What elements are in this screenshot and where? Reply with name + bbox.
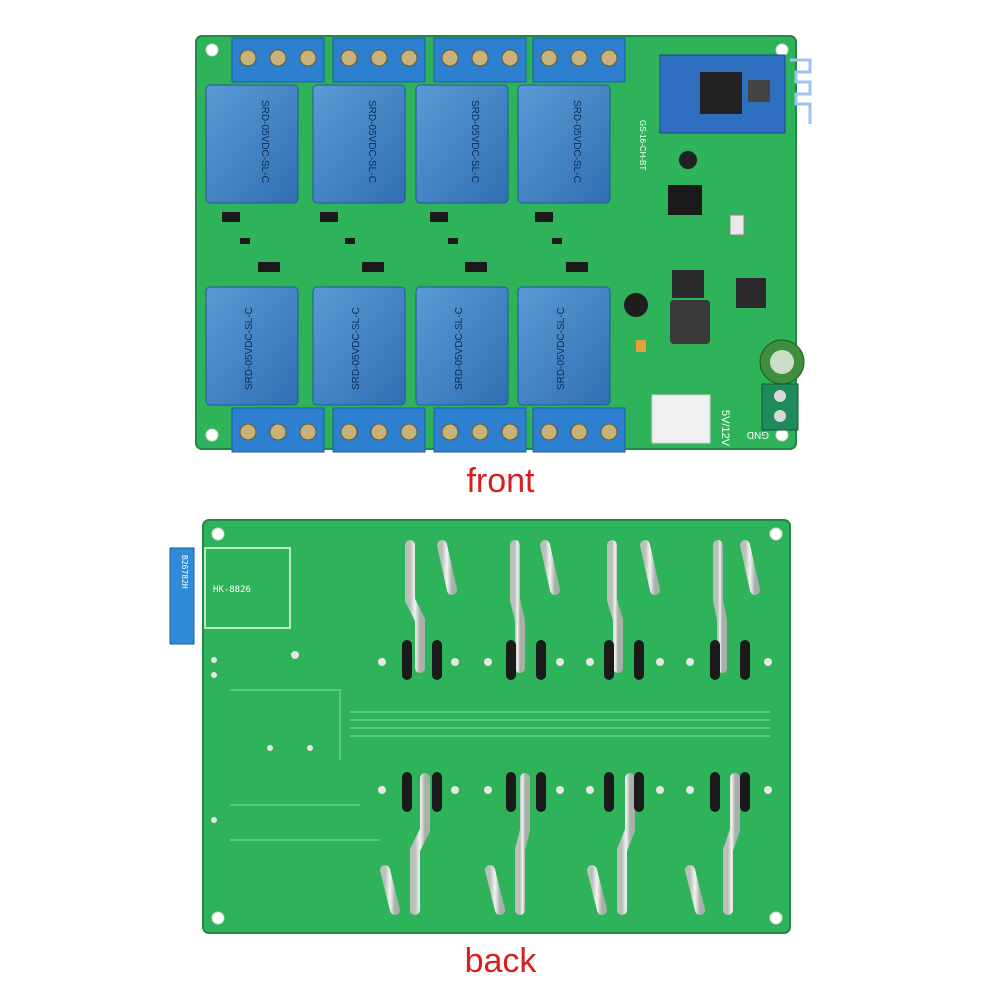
bottom-slots	[402, 772, 750, 812]
solder-pads	[211, 651, 772, 823]
voltage-marking: 5V/12V	[719, 410, 731, 447]
relay-marking: SRD-05VDC-SL-C	[351, 307, 362, 390]
relay-marking: SRD-05VDC-SL-C	[366, 100, 377, 183]
bottom-terminal-blocks	[231, 407, 626, 453]
gnd-marking: GND	[747, 429, 769, 440]
relay-marking: SRD-05VDC-SL-C	[556, 307, 567, 390]
relay-marking: SRD-05VDC-SL-C	[244, 307, 255, 390]
caption-back: back	[464, 942, 537, 980]
relay-row-bottom	[205, 286, 611, 406]
top-solder-traces	[405, 540, 760, 673]
smd-components	[222, 212, 588, 272]
bluetooth-module	[659, 54, 812, 134]
relay-marking: SRD-05VDC-SL-C	[259, 100, 270, 183]
module-marking: HK-8826	[213, 585, 251, 595]
caption-front: front	[466, 462, 535, 500]
back-module: HK-8826 B26782H	[169, 547, 291, 645]
control-section	[624, 151, 805, 444]
relay-row-top	[205, 84, 611, 204]
module-label: B26782H	[180, 555, 189, 589]
pcb-traces	[230, 689, 770, 841]
top-terminal-blocks	[231, 37, 626, 83]
front-board: SRD-05VDC-SL-C SRD-05VDC-SL-C SRD-05VDC-…	[195, 35, 812, 453]
board-code: GS-16-CH-BT	[638, 120, 647, 170]
relay-marking: SRD-05VDC-SL-C	[571, 100, 582, 183]
back-board: HK-8826 B26782H	[169, 519, 791, 934]
relay-marking: SRD-05VDC-SL-C	[454, 307, 465, 390]
bottom-solder-traces	[380, 773, 740, 915]
relay-marking: SRD-05VDC-SL-C	[469, 100, 480, 183]
top-slots	[402, 640, 750, 680]
